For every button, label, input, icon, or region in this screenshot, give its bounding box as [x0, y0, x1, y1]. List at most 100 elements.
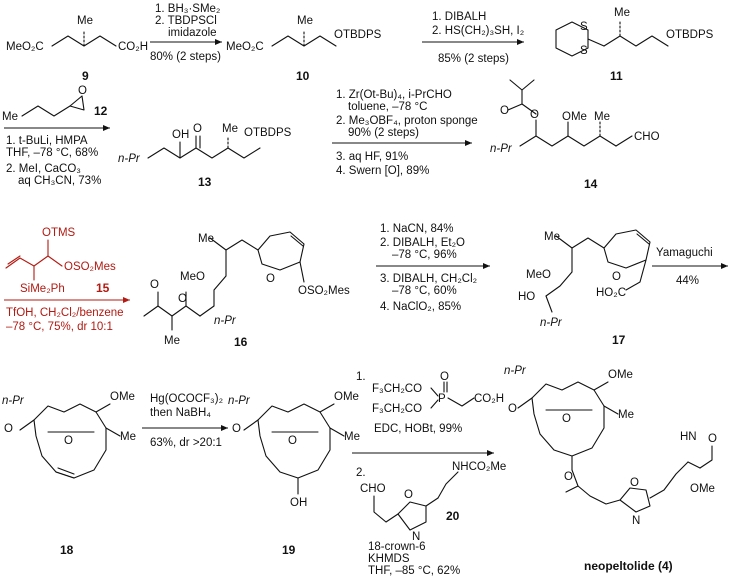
oxazole-nitrogen-label: N	[412, 531, 420, 543]
step-3-line-3: 2. MeI, CaCO₃	[6, 163, 81, 175]
phosphonate-arm-2: F₃CH₂CO	[372, 403, 422, 415]
compound-19-structure: O O OH n-Pr OMe Me 19	[228, 391, 360, 557]
neopeltolide-structure: O O O n-Pr OMe Me O N HN O OMe neopeltol…	[504, 365, 717, 573]
ester-oxygen-label: O	[564, 471, 573, 483]
carbonyl-oxygen-label: O	[508, 403, 517, 415]
step-3-line-1: 1. t-BuLi, HMPA	[6, 135, 88, 147]
sulfur-label: S	[580, 21, 588, 33]
arrowhead-7	[721, 263, 728, 269]
phosphorus-label: P	[438, 393, 446, 405]
methyl-label: Me	[120, 431, 136, 443]
step-9-line-3: EDC, HOBt, 99%	[374, 423, 462, 435]
step-2-line-2: 2. HS(CH₂)₃SH, I₂	[432, 25, 524, 37]
propyl-label: n-Pr	[540, 317, 563, 329]
hydroxyl-label: OH	[290, 497, 307, 509]
propyl-label: n-Pr	[118, 153, 141, 165]
propyl-label: n-Pr	[490, 143, 513, 155]
ester-label: MeO₂C	[226, 41, 264, 53]
ring-oxygen-label: O	[562, 413, 571, 425]
step-7-conditions: Yamaguchi 44%	[656, 247, 713, 287]
epoxide-12-structure: O Me 12	[2, 85, 108, 123]
acid-label: HO₂C	[596, 287, 626, 299]
step-1-conditions: 1. BH₃·SMe₂ 2. TBDPSCl imidazole 80% (2 …	[150, 3, 221, 63]
compound-18-structure: O O n-Pr OMe Me 18	[2, 391, 136, 557]
step-2-line-1: 1. DIBALH	[432, 11, 486, 23]
step-4-line-6: 4. Swern [O], 89%	[336, 165, 429, 177]
step-6-line-3: –78 °C, 96%	[392, 249, 457, 261]
ketone-oxygen-label: O	[193, 123, 202, 135]
oxazole-oxygen-label: O	[404, 489, 413, 501]
methoxy-label: OMe	[334, 391, 359, 403]
aldehyde-label: CHO	[360, 483, 386, 495]
step-4-line-3: 2. Me₃OBF₄, proton sponge	[336, 115, 478, 127]
step-1-line-1: 1. BH₃·SMe₂	[155, 3, 220, 15]
step-6-line-5: –78 °C, 60%	[392, 285, 457, 297]
step-8-conditions: Hg(OCOCF₃)₂ then NaBH₄ 63%, dr >20:1	[150, 393, 223, 449]
propyl-label: n-Pr	[228, 395, 251, 407]
propyl-label: n-Pr	[504, 365, 527, 377]
step-6-line-6: 4. NaClO₂, 85%	[380, 301, 461, 313]
compound-16-label: 16	[234, 335, 248, 349]
step-4-line-5: 3. aq HF, 91%	[336, 151, 408, 163]
step-1-line-2: 2. TBDPSCl	[155, 15, 217, 27]
step-1-line-4: 80% (2 steps)	[150, 51, 221, 63]
step-5-line-2: –78 °C, 75%, dr 10:1	[6, 321, 113, 333]
step-4-line-4: 90% (2 steps)	[348, 127, 419, 139]
step-10-line-2: KHMDS	[368, 553, 410, 565]
ring-oxygen-label: O	[266, 273, 275, 285]
step-4-line-1: 1. Zr(Ot-Bu)₄, i-PrCHO	[336, 89, 452, 101]
arrowhead-9	[487, 450, 494, 456]
neopeltolide-label: neopeltolide (4)	[584, 559, 673, 573]
ring-oxygen-label: O	[288, 435, 297, 447]
compound-17-label: 17	[612, 333, 626, 347]
compound-17-structure: Me O MeO HO n-Pr HO₂C 17	[518, 229, 651, 347]
ester-oxygen-label: O	[178, 293, 187, 305]
methoxy-label: OMe	[608, 369, 633, 381]
tms-ether-label: OTMS	[42, 227, 76, 239]
methyl-label: Me	[2, 111, 18, 123]
step-2-conditions: 1. DIBALH 2. HS(CH₂)₃SH, I₂ 85% (2 steps…	[432, 11, 524, 65]
methoxy-label: MeO	[180, 271, 205, 283]
compound-16-structure: Me O MeO O O n-Pr Me OSO₂Mes 16	[143, 231, 350, 349]
arrowhead-8	[221, 425, 228, 431]
methyl-label: Me	[544, 231, 560, 243]
silyl-label: SiMe₂Ph	[20, 283, 65, 295]
step-6-line-2: 2. DIBALH, Et₂O	[380, 237, 465, 249]
oxazole-nitrogen-label: N	[632, 515, 640, 527]
silyl-ether-label: OTBDPS	[666, 29, 714, 41]
sulfonate-label: OSO₂Mes	[298, 285, 350, 297]
methyl-label: Me	[594, 111, 610, 123]
silyl-ether-label: OTBDPS	[334, 29, 382, 41]
step-3-line-4: aq CH₃CN, 73%	[18, 175, 101, 187]
arrowhead-5	[123, 297, 130, 303]
phosphonate-arm-1: F₃CH₂CO	[372, 383, 422, 395]
arrowhead-6	[483, 263, 490, 269]
hydroxyl-label: HO	[518, 291, 535, 303]
step-1-line-3: imidazole	[168, 27, 217, 39]
ester-oxygen-label: O	[530, 109, 539, 121]
compound-12-label: 12	[94, 104, 108, 118]
compound-20-label: 20	[446, 509, 460, 523]
oxazole-oxygen-label: O	[630, 477, 639, 489]
methyl-label: Me	[618, 409, 634, 421]
reagent-15-structure: OTMS OSO₂Mes SiMe₂Ph 15	[5, 227, 116, 295]
step-4-conditions: 1. Zr(Ot-Bu)₄, i-PrCHO toluene, –78 °C 2…	[336, 89, 478, 177]
compound-20-structure: CHO O N NHCO₂Me 20	[360, 461, 506, 543]
step-6-line-4: 3. DIBALH, CH₂Cl₂	[380, 273, 477, 285]
propyl-label: n-Pr	[2, 395, 25, 407]
step-8-line-1: Hg(OCOCF₃)₂	[150, 393, 223, 405]
carbamate-label: NHCO₂Me	[452, 461, 506, 473]
carbamate-nh-label: HN	[680, 431, 697, 443]
step-4-line-2: toluene, –78 °C	[348, 101, 427, 113]
methyl-label: Me	[344, 431, 360, 443]
methoxy-label: OMe	[110, 391, 135, 403]
compound-19-label: 19	[282, 543, 296, 557]
step-6-conditions: 1. NaCN, 84% 2. DIBALH, Et₂O –78 °C, 96%…	[380, 223, 477, 313]
arrowhead-1	[215, 39, 222, 45]
step-7-line-1: Yamaguchi	[656, 247, 713, 259]
methyl-label: Me	[198, 233, 214, 245]
silyl-ether-label: OTBDPS	[244, 127, 292, 139]
carbamate-oxygen-label: O	[708, 433, 717, 445]
step-10-line-1: 18-crown-6	[368, 541, 426, 553]
